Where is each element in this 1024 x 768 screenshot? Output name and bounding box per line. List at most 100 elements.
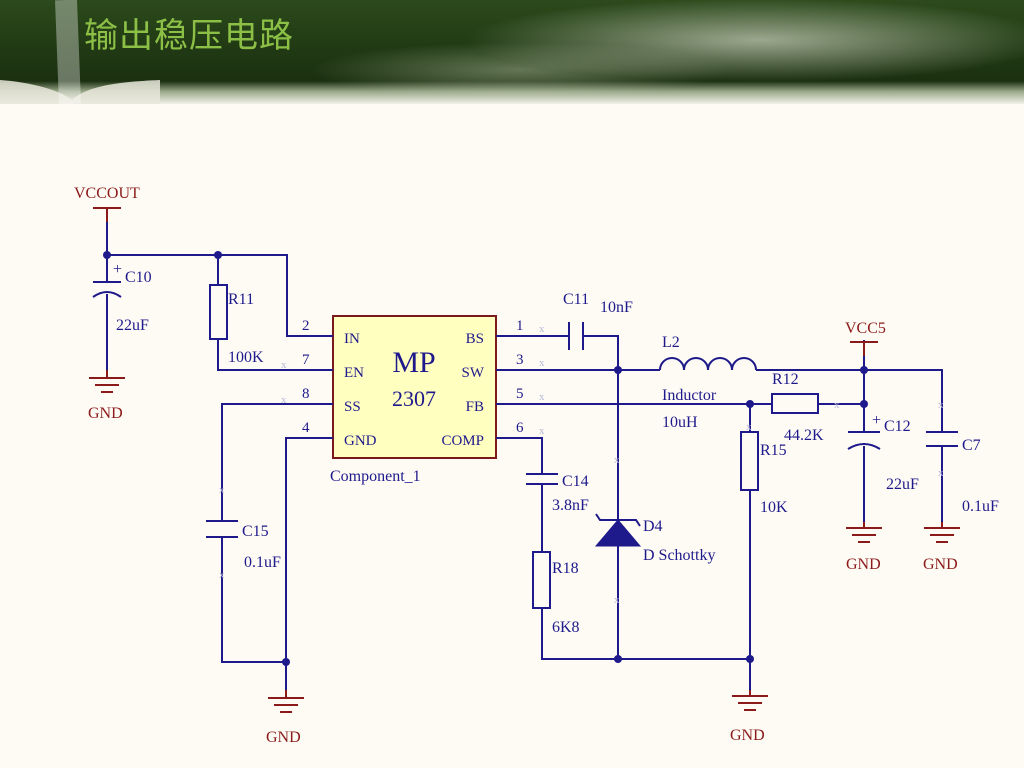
ic-pin-number: 4 <box>302 420 310 436</box>
l2-type: Inductor <box>662 387 717 404</box>
d4-ref: D4 <box>643 518 663 535</box>
ground-symbol-c10: GND <box>88 370 125 422</box>
c15-value: 0.1uF <box>244 554 281 571</box>
junction-dot <box>860 400 868 408</box>
polarity-mark: + <box>872 412 881 429</box>
no-connect-mark: x <box>746 421 752 433</box>
ic-name-line2: 2307 <box>392 386 436 411</box>
capacitor-c15: C15 0.1uF <box>206 520 281 571</box>
c7-ref: C7 <box>962 437 981 454</box>
ic-pin-number: 2 <box>302 318 310 334</box>
ic-mp2307: 2 7 8 4 1 3 5 6 IN EN SS GND BS SW FB CO… <box>287 315 542 485</box>
gnd-label: GND <box>730 727 765 744</box>
gnd-label: GND <box>266 729 301 746</box>
r18-ref: R18 <box>552 560 579 577</box>
c10-value: 22uF <box>116 317 149 334</box>
no-connect-mark: x <box>938 399 944 411</box>
no-connect-mark: x <box>539 323 545 335</box>
faint-x-marks: x x x x x x x x x x x x x x <box>219 323 944 606</box>
capacitor-c14: C14 3.8nF <box>526 473 589 514</box>
vccout-power-port: VCCOUT <box>74 185 140 222</box>
capacitor-c7: C7 0.1uF <box>926 431 999 515</box>
capacitor-c12: + C12 22uF <box>847 412 919 493</box>
no-connect-mark: x <box>539 425 545 437</box>
c11-ref: C11 <box>563 291 589 308</box>
c15-ref: C15 <box>242 523 269 540</box>
ground-symbol-main: GND <box>730 690 768 744</box>
c14-ref: C14 <box>562 473 589 490</box>
no-connect-mark: x <box>614 454 620 466</box>
gnd-label: GND <box>846 556 881 573</box>
ic-pin-name: BS <box>466 331 484 347</box>
ic-pin-number: 6 <box>516 420 524 436</box>
no-connect-mark: x <box>219 484 225 496</box>
ic-pin-name: SW <box>462 365 485 381</box>
ic-pin-name: EN <box>344 365 364 381</box>
junction-dot <box>746 400 754 408</box>
r18-value: 6K8 <box>552 619 580 636</box>
ic-pin-number: 1 <box>516 318 524 334</box>
ground-symbol-c12: GND <box>846 522 882 573</box>
resistor-r15: R15 10K <box>740 431 788 516</box>
no-connect-mark: x <box>539 357 545 369</box>
junction-dot <box>614 655 622 663</box>
vcc5-label: VCC5 <box>845 320 886 337</box>
c11-value: 10nF <box>600 299 633 316</box>
slide-title: 输出稳压电路 <box>84 16 294 56</box>
page-curl-decoration <box>0 0 160 104</box>
ic-pin-name: COMP <box>441 433 484 449</box>
junction-dot <box>860 366 868 374</box>
ic-ref-label: Component_1 <box>330 468 421 485</box>
c12-value: 22uF <box>886 476 919 493</box>
ground-symbol-gnd-pin: GND <box>266 690 304 746</box>
ic-pin-number: 8 <box>302 386 310 402</box>
ic-name-line1: MP <box>392 346 435 379</box>
r11-value: 100K <box>228 349 264 366</box>
no-connect-mark: x <box>281 359 287 371</box>
no-connect-mark: x <box>938 467 944 479</box>
junction-dot <box>614 366 622 374</box>
inductor-l2: L2 Inductor 10uH <box>659 334 757 431</box>
junction-dot <box>282 658 290 666</box>
ic-pin-number: 5 <box>516 386 524 402</box>
l2-ref: L2 <box>662 334 680 351</box>
polarity-mark: + <box>113 261 122 278</box>
no-connect-mark: x <box>614 594 620 606</box>
no-connect-mark: x <box>539 391 545 403</box>
ic-pin-number: 7 <box>302 352 310 368</box>
capacitor-c10: + C10 22uF <box>92 261 152 334</box>
resistor-r18: R18 6K8 <box>532 551 580 636</box>
junction-dot <box>214 251 222 259</box>
r15-ref: R15 <box>760 442 787 459</box>
vccout-label: VCCOUT <box>74 185 140 202</box>
diode-d4: D4 D Schottky <box>594 513 715 564</box>
ic-pin-name: FB <box>466 399 484 415</box>
no-connect-mark: x <box>219 569 225 581</box>
resistor-r11: R11 100K <box>209 284 264 366</box>
r15-value: 10K <box>760 499 788 516</box>
r12-ref: R12 <box>772 371 799 388</box>
gnd-label: GND <box>88 405 123 422</box>
d4-type: D Schottky <box>643 547 715 564</box>
ic-pin-name: IN <box>344 331 360 347</box>
junction-dot <box>746 655 754 663</box>
ic-pin-name: SS <box>344 399 361 415</box>
ic-pin-name: GND <box>344 433 377 449</box>
ground-symbol-c7: GND <box>923 522 960 573</box>
c7-value: 0.1uF <box>962 498 999 515</box>
c10-ref: C10 <box>125 269 152 286</box>
junction-dot <box>103 251 111 259</box>
resistor-r12: R12 44.2K <box>771 371 824 444</box>
l2-value: 10uH <box>662 414 698 431</box>
no-connect-mark: x <box>281 394 287 406</box>
no-connect-mark: x <box>834 399 840 411</box>
title-banner: 输出稳压电路 <box>0 0 1024 104</box>
vcc5-power-port: VCC5 <box>845 320 886 356</box>
capacitor-c11: C11 10nF <box>563 291 633 350</box>
c14-value: 3.8nF <box>552 497 589 514</box>
r12-value: 44.2K <box>784 427 824 444</box>
r11-ref: R11 <box>228 291 254 308</box>
ic-body <box>332 315 497 459</box>
ic-pin-number: 3 <box>516 352 524 368</box>
